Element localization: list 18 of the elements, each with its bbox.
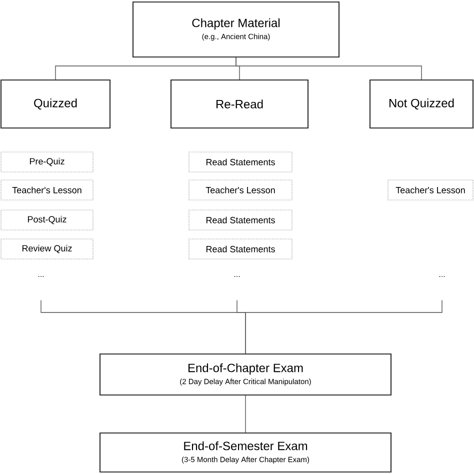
step-box: Read Statements bbox=[188, 210, 292, 230]
ellipsis-text: ... bbox=[439, 276, 445, 277]
ellipsis-text: ... bbox=[234, 276, 240, 277]
step-box: Post-Quiz bbox=[0, 210, 94, 230]
step-box: Teacher's Lesson bbox=[388, 180, 474, 200]
connector-line bbox=[245, 395, 246, 433]
process-box: Quizzed bbox=[0, 79, 111, 129]
process-box: Not Quizzed bbox=[369, 79, 474, 129]
step-box: Read Statements bbox=[188, 238, 292, 260]
process-box: Re-Read bbox=[170, 79, 309, 129]
step-box: Pre-Quiz bbox=[0, 152, 94, 172]
step-box: Review Quiz bbox=[0, 238, 94, 260]
step-box: Teacher's Lesson bbox=[0, 180, 94, 200]
step-box: Read Statements bbox=[188, 152, 292, 172]
step-box: Teacher's Lesson bbox=[188, 180, 292, 200]
connector-line bbox=[236, 57, 422, 80]
ellipsis-text: ... bbox=[38, 276, 44, 277]
connector-line bbox=[245, 300, 442, 354]
